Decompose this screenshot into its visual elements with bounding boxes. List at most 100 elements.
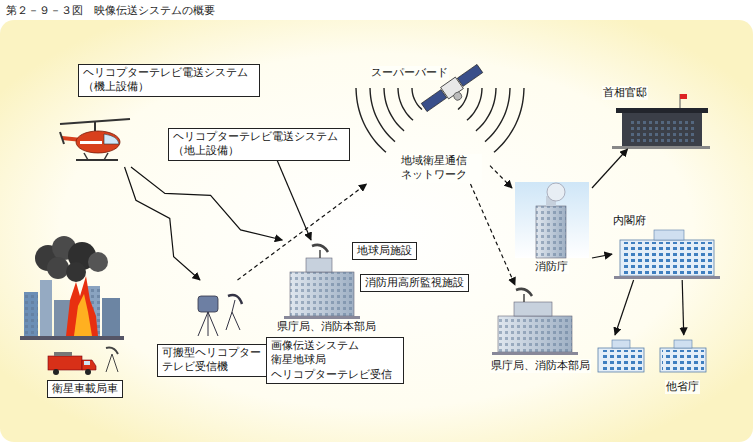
illustration-rect <box>290 272 354 316</box>
illustration-rect <box>198 296 218 312</box>
illustration-rect <box>612 146 710 149</box>
illustration-line <box>232 312 240 330</box>
illustration-rect <box>630 118 694 142</box>
illustrated-node: 内閣府 <box>612 212 720 280</box>
label-box: 消防用高所監視施設 <box>360 274 469 292</box>
illustration-rect <box>54 352 72 356</box>
node-label: 地球局施設 <box>357 244 412 258</box>
satellite-link <box>490 166 512 188</box>
illustration-group <box>515 182 589 258</box>
illustration-group <box>598 340 706 372</box>
illustration-rect <box>536 206 566 258</box>
illustration-rect <box>457 64 482 86</box>
illustration-circle <box>47 257 69 279</box>
satellite-link <box>471 184 516 285</box>
node-label: スーパーバード <box>370 66 449 80</box>
illustration-rect <box>680 94 687 99</box>
label-box: ヘリコプターテレビ電送システム （地上設備） <box>168 128 350 161</box>
figure-title: 第２－９－３図 映像伝送システムの概要 <box>6 3 215 18</box>
illustration-line <box>208 312 218 336</box>
illustration-rect <box>20 336 124 340</box>
illustration-rect <box>498 316 572 352</box>
illustration-rect <box>84 361 90 365</box>
illustration-group <box>20 236 124 340</box>
illustration-rect <box>614 276 720 279</box>
illustration-rect <box>0 20 753 442</box>
illustration-path <box>494 88 524 152</box>
illustration-rect <box>421 90 446 112</box>
arrow-connector <box>277 161 311 240</box>
illustrated-node: 他省庁 <box>590 335 715 397</box>
illustration-group <box>284 245 360 319</box>
illustration-path <box>412 88 422 109</box>
illustration-group <box>356 88 524 152</box>
arrow-connector <box>615 280 634 335</box>
node-label: 他省庁 <box>665 380 700 394</box>
illustration-circle <box>53 369 59 375</box>
illustration-circle <box>547 183 565 201</box>
illustration-path <box>485 88 510 142</box>
arrow-connector <box>592 149 628 188</box>
illustration-line <box>84 153 88 160</box>
illustration-line <box>232 300 235 312</box>
radio-link <box>131 167 282 240</box>
illustration-rect <box>662 350 704 370</box>
illustration-path <box>467 88 482 120</box>
node-label: 消防用高所監視施設 <box>365 276 464 290</box>
node-label: 地域衛星通信 ネットワーク <box>400 154 482 183</box>
illustration-circle <box>85 369 91 375</box>
illustration-path <box>74 294 92 336</box>
illustration-circle <box>452 91 463 102</box>
label-box: 地球局施設 <box>352 242 417 260</box>
illustrated-node: スーパーバード地域衛星通信 ネットワーク <box>360 62 490 184</box>
illustration-rect <box>536 206 566 258</box>
illustrated-node: 県庁局、消防本部局 <box>485 285 585 375</box>
illustration-rect <box>306 258 332 272</box>
illustration-rect <box>40 280 52 336</box>
illustration-path <box>384 88 404 131</box>
node-label: ヘリコプターテレビ電送システム （機上設備） <box>78 64 260 97</box>
illustration-rect <box>660 348 706 372</box>
illustration-line <box>94 121 96 131</box>
illustrated-node: 可搬型ヘリコプター テレビ受信機 <box>150 280 275 380</box>
illustration-group <box>48 348 118 375</box>
node-label: 首相官邸 <box>602 86 648 100</box>
node-label: 可搬型ヘリコプター テレビ受信機 <box>157 344 275 377</box>
node-label: 内閣府 <box>612 214 647 228</box>
illustration-rect <box>622 112 702 146</box>
illustration-path <box>516 289 532 296</box>
satellite-link <box>238 184 367 280</box>
illustration-line <box>106 354 112 372</box>
illustration-rect <box>612 340 630 348</box>
node-label: 画像伝送システム 衛星地球局 ヘリコプターテレビ受信 <box>271 339 399 382</box>
illustration-rect <box>290 272 354 316</box>
illustration-group <box>198 295 242 336</box>
illustration-rect <box>492 352 578 355</box>
illustration-path <box>356 88 386 152</box>
illustration-rect <box>514 302 552 316</box>
node-label: 消防庁 <box>534 260 569 274</box>
illustration-rect <box>598 348 644 372</box>
illustration-rect <box>620 240 714 276</box>
illustration-path <box>476 88 496 131</box>
illustration-ellipse <box>76 131 120 153</box>
illustration-line <box>76 159 118 161</box>
illustration-path <box>228 295 242 304</box>
illustration-rect <box>24 292 38 336</box>
illustration-line <box>226 312 232 330</box>
arrow-connector <box>592 254 612 258</box>
illustration-line <box>198 312 208 336</box>
illustration-rect <box>674 340 692 348</box>
illustration-rect <box>600 350 642 370</box>
illustration-line <box>208 312 209 336</box>
illustration-rect <box>102 298 120 336</box>
illustration-rect <box>515 182 589 258</box>
label-box: 画像伝送システム 衛星地球局 ヘリコプターテレビ受信 <box>266 337 404 384</box>
illustration-rect <box>654 230 684 240</box>
illustrated-node: 衛星車載局車 <box>40 345 135 401</box>
illustrated-node: 消防庁 <box>512 178 592 278</box>
illustration-group <box>612 94 710 149</box>
node-label: ヘリコプターテレビ電送システム （地上設備） <box>173 130 345 159</box>
illustration-group <box>60 119 130 160</box>
